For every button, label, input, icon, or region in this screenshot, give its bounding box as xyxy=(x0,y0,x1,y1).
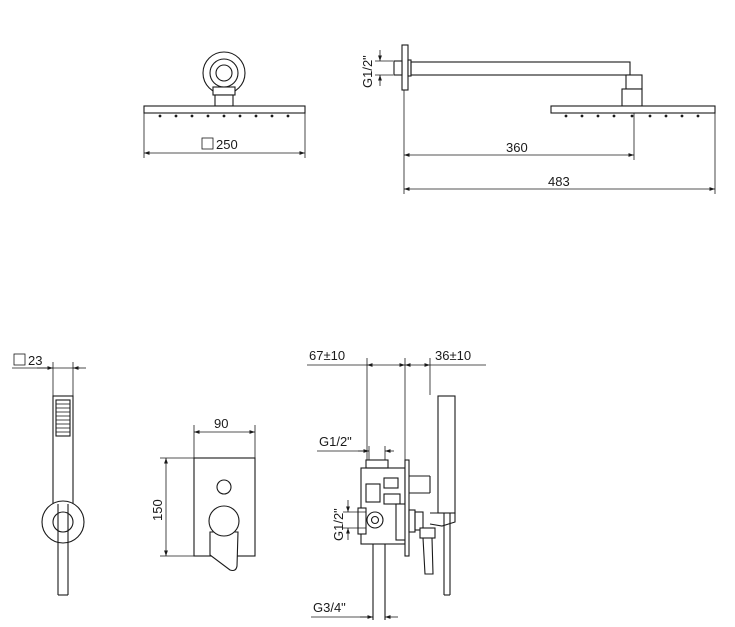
dim-thread-outlet-top: G1/2" xyxy=(319,434,352,449)
dim-arm-projection: 360 xyxy=(506,140,528,155)
dim-overall-length: 483 xyxy=(548,174,570,189)
shower-head-front-view: 250 xyxy=(143,51,306,158)
dim-depth-rear: 36±10 xyxy=(435,348,471,363)
mixer-side-view: 67±10 36±10 G1/2" xyxy=(307,348,486,620)
dim-handshower-size: 23 xyxy=(28,353,42,368)
shower-arm-side-view: G1/2" 360 483 xyxy=(360,44,716,194)
dim-plate-width: 90 xyxy=(214,416,228,431)
dim-depth-front: 67±10 xyxy=(309,348,345,363)
dim-head-size: 250 xyxy=(216,137,238,152)
hand-shower-view: 23 xyxy=(12,353,86,596)
dim-thread-inlet: G3/4" xyxy=(313,600,346,615)
mixer-plate-front-view: 90 150 xyxy=(150,416,256,572)
dim-plate-height: 150 xyxy=(150,499,165,521)
dim-thread-arm: G1/2" xyxy=(360,55,375,88)
dim-thread-outlet-side: G1/2" xyxy=(331,508,346,541)
